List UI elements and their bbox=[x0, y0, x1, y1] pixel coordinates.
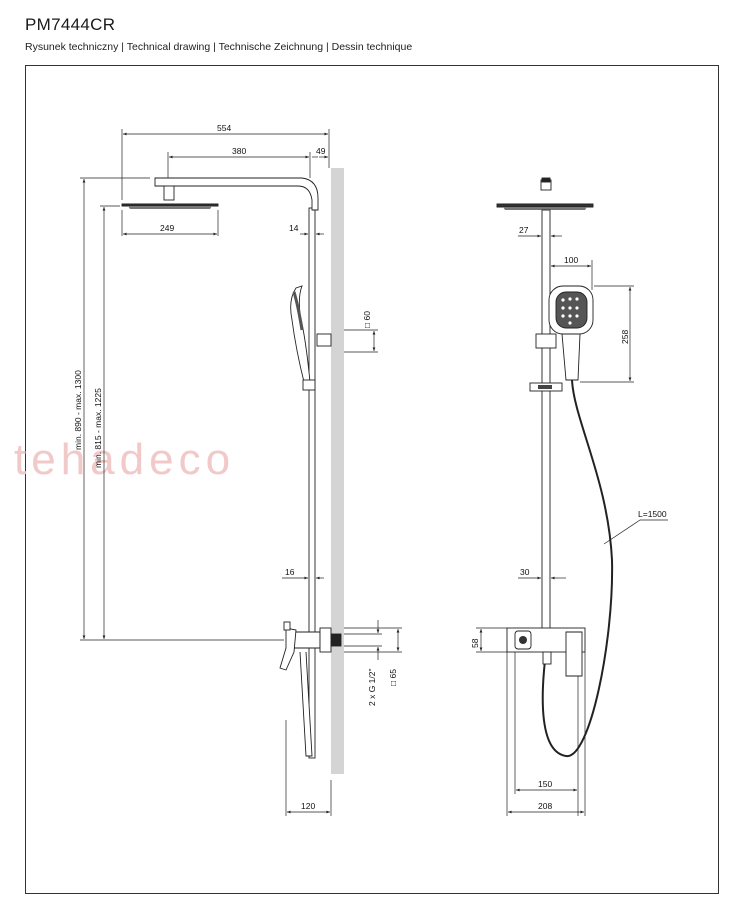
dim-27: 27 bbox=[519, 225, 529, 235]
mixer-lever bbox=[279, 627, 297, 671]
drawing-subtitle: Rysunek techniczny | Technical drawing |… bbox=[25, 41, 413, 53]
dim-208: 208 bbox=[538, 801, 552, 811]
dim-150: 150 bbox=[538, 779, 552, 789]
shower-rail-front bbox=[541, 209, 551, 631]
dim-65: □ 65 bbox=[388, 669, 398, 686]
mixer-lever-front bbox=[565, 631, 583, 677]
holder-slider bbox=[535, 333, 557, 349]
dimension-lines-right bbox=[476, 234, 668, 816]
drawing-frame bbox=[25, 65, 719, 894]
dim-100: 100 bbox=[564, 255, 578, 265]
shower-rail bbox=[308, 207, 316, 759]
dim-hose-length: L=1500 bbox=[638, 509, 667, 519]
hand-shower-side bbox=[290, 285, 311, 383]
dim-554: 554 bbox=[217, 123, 231, 133]
wall bbox=[331, 168, 344, 774]
outlet bbox=[542, 651, 552, 665]
dim-30: 30 bbox=[520, 567, 530, 577]
rain-shower-head-front bbox=[496, 203, 594, 208]
wall-connector bbox=[330, 633, 342, 647]
overhead-arm bbox=[154, 177, 319, 211]
hand-shower-handle bbox=[561, 333, 581, 381]
dim-thread: 2 x G 1/2" bbox=[367, 668, 377, 706]
dimension-lines-left bbox=[80, 129, 402, 816]
dim-249: 249 bbox=[160, 223, 174, 233]
product-code: PM7444CR bbox=[25, 15, 116, 34]
dim-range-815-1225: min. 815 - max. 1225 bbox=[93, 388, 103, 468]
dim-380: 380 bbox=[232, 146, 246, 156]
rain-shower-head bbox=[121, 203, 219, 207]
dim-58: 58 bbox=[470, 638, 480, 648]
left-side-view bbox=[80, 129, 402, 816]
dim-16: 16 bbox=[285, 567, 295, 577]
dim-14: 14 bbox=[289, 223, 299, 233]
right-front-view bbox=[476, 177, 668, 816]
shower-hose bbox=[541, 379, 614, 758]
hose-left bbox=[299, 651, 313, 757]
dim-60: □ 60 bbox=[362, 311, 372, 328]
wall-holder bbox=[316, 333, 332, 347]
dim-49: 49 bbox=[316, 146, 326, 156]
dim-range-890-1300: min. 890 - max. 1300 bbox=[73, 370, 83, 450]
arm-joint bbox=[163, 185, 175, 201]
dim-120: 120 bbox=[301, 801, 315, 811]
dim-258: 258 bbox=[620, 330, 630, 344]
dimension-labels: 554 380 49 249 14 □ 60 min. 890 - max. 1… bbox=[73, 123, 667, 811]
watermark: tehadeco bbox=[14, 435, 235, 484]
